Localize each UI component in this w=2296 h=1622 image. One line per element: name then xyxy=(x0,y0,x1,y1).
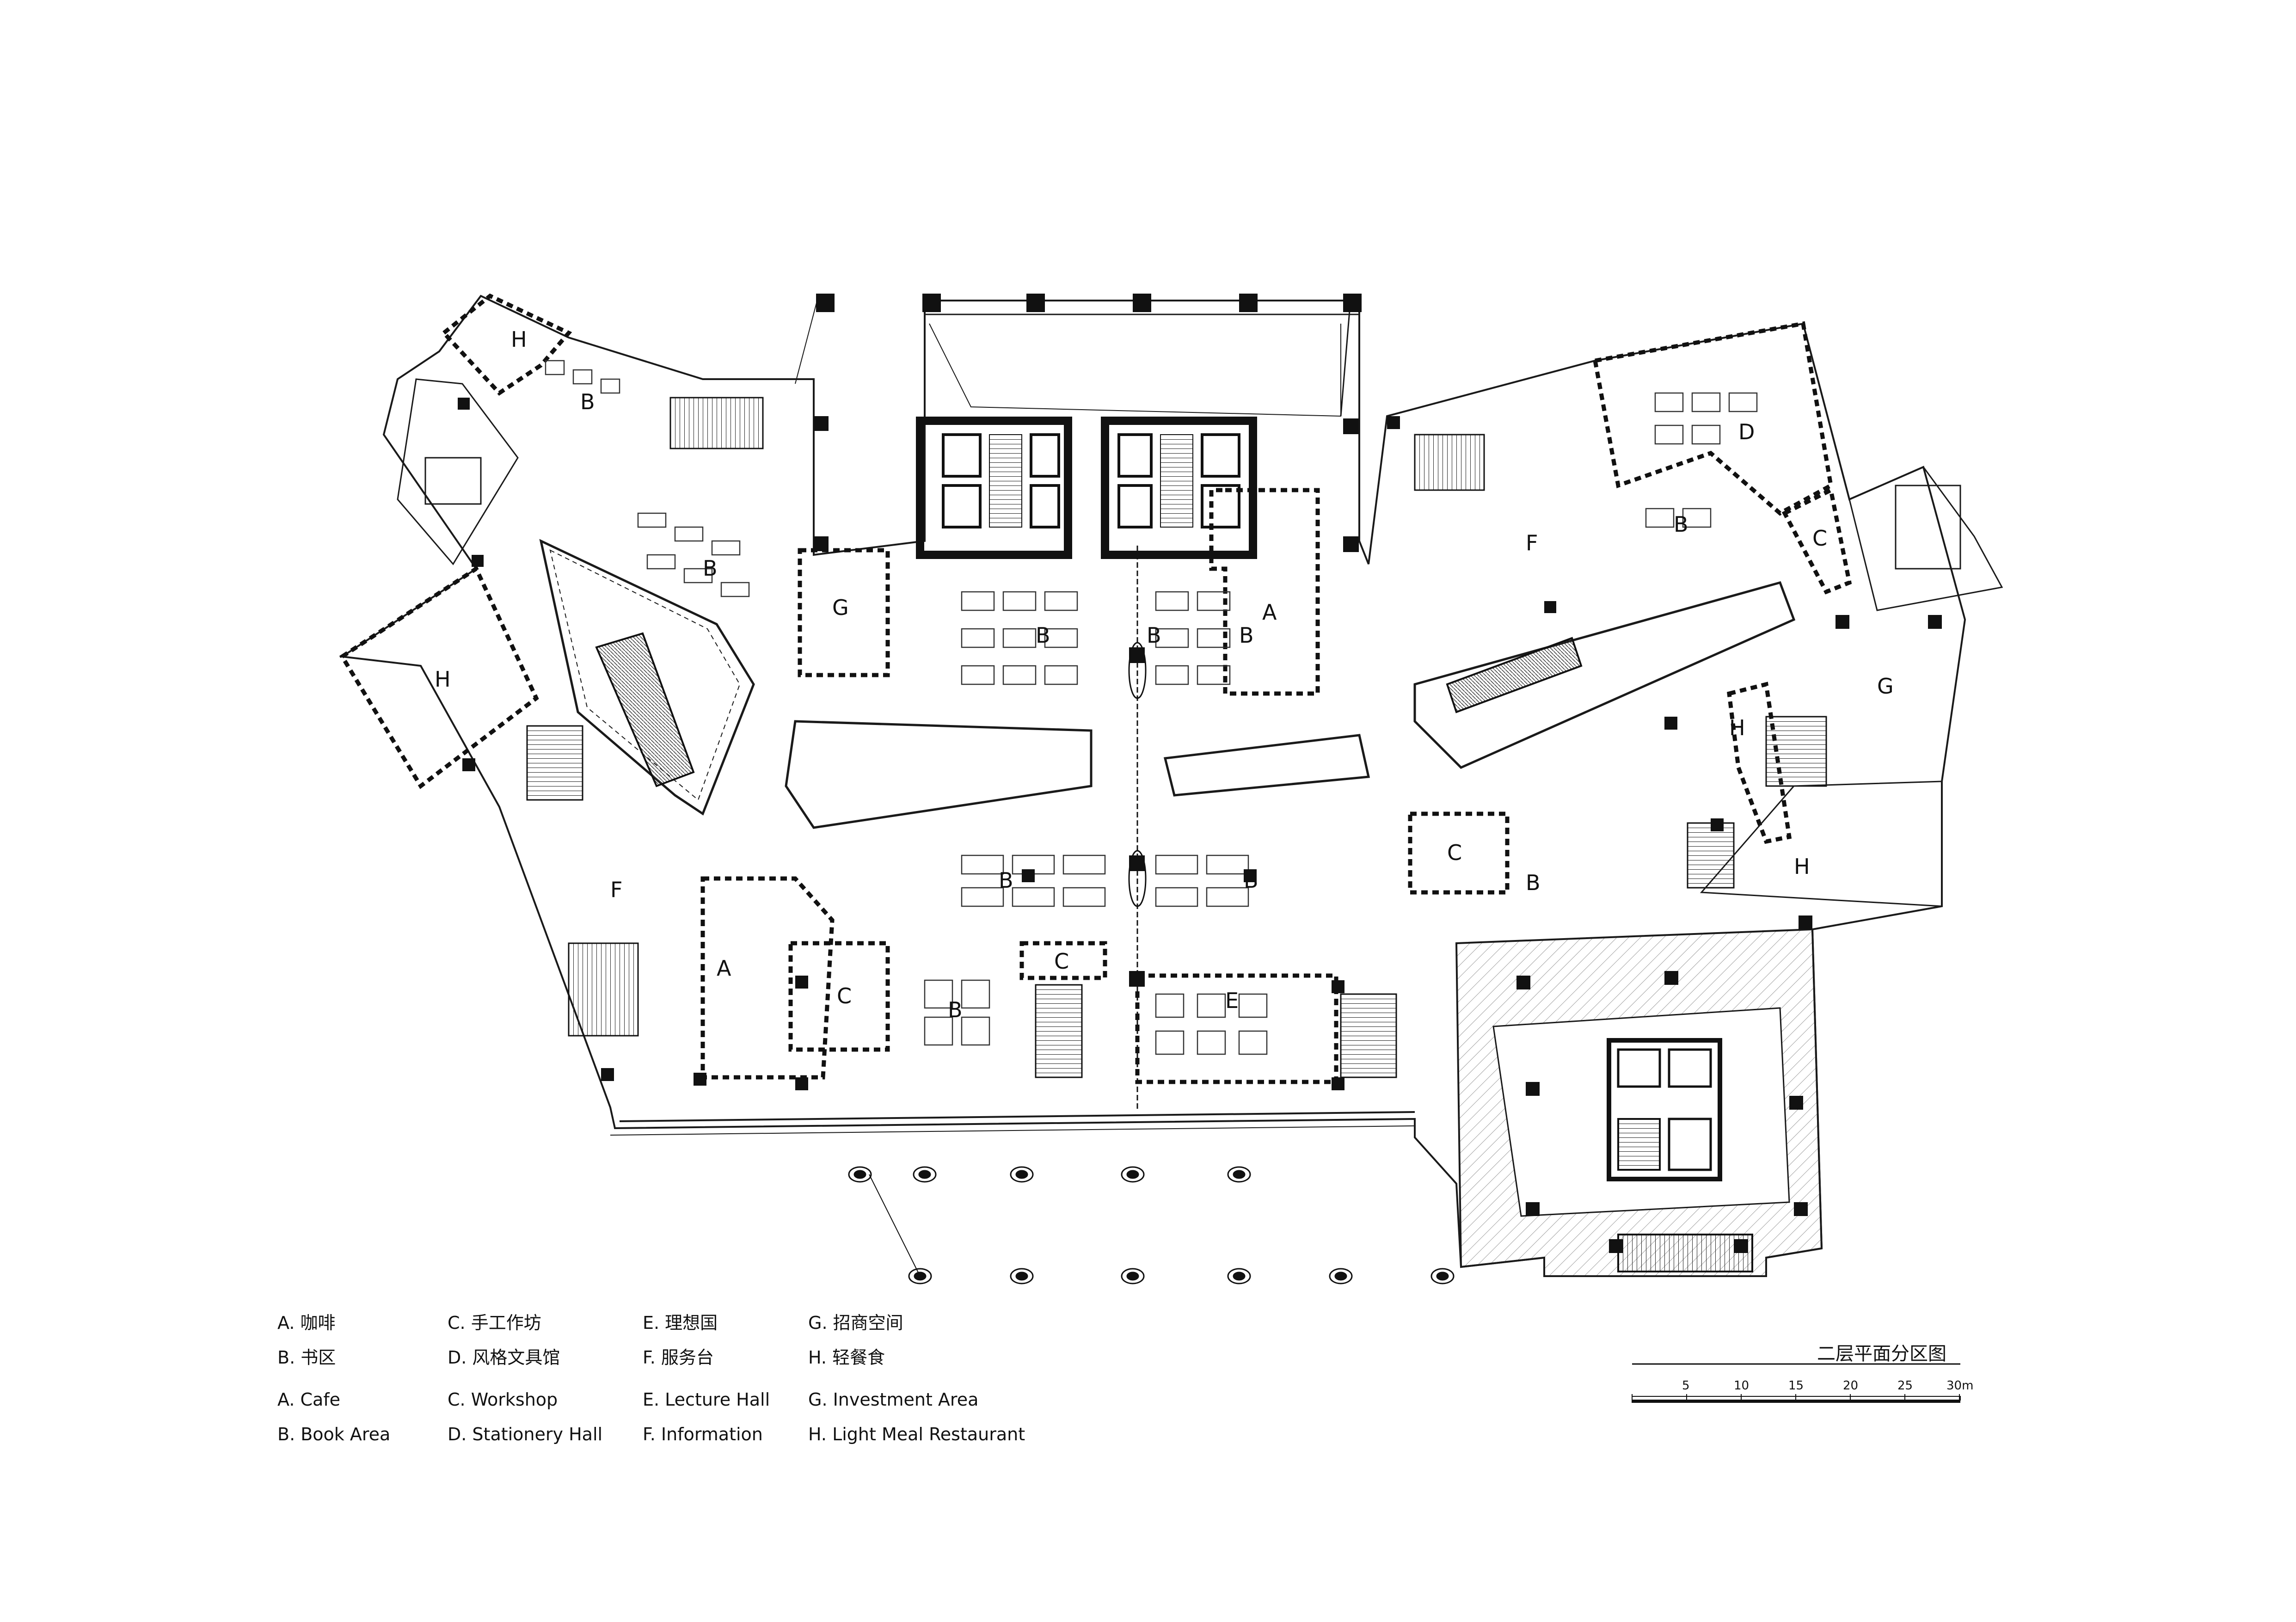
zone-label-b: B xyxy=(580,389,595,414)
legend-en-h: H. Light Meal Restaurant xyxy=(808,1424,1025,1444)
zone-label-h: H xyxy=(435,667,451,692)
zone-label-b: B xyxy=(1239,623,1254,648)
zone-label-b: B xyxy=(948,997,963,1022)
zone-label-b: B xyxy=(1526,870,1541,895)
zone-label-f: F xyxy=(1526,530,1538,555)
legend-cn-f: F. 服务台 xyxy=(643,1347,714,1368)
legend-cn-g: G. 招商空间 xyxy=(808,1313,903,1333)
scale-tick: 25 xyxy=(1897,1379,1913,1393)
legend-en-d: D. Stationery Hall xyxy=(448,1424,603,1444)
scale-tick: 5 xyxy=(1682,1379,1690,1393)
zone-letter-labels: H B B H G B B A B F B D C G H H C B B B … xyxy=(435,327,1894,1022)
zone-label-g: G xyxy=(1877,674,1894,699)
zone-label-c: C xyxy=(1812,526,1827,551)
central-axis xyxy=(1128,546,1147,1110)
north-facade xyxy=(795,295,1360,417)
zone-label-h: H xyxy=(1729,715,1745,740)
zone-label-b: B xyxy=(1147,623,1161,648)
zone-label-b: B xyxy=(999,868,1013,893)
drawing-title: 二层平面分区图 xyxy=(1817,1343,1946,1364)
east-annex xyxy=(1700,466,2003,907)
zone-label-c: C xyxy=(837,983,852,1008)
scale-bar: 5 10 15 20 25 30m xyxy=(1632,1363,1973,1403)
canopy-columns xyxy=(848,1166,1455,1284)
scale-tick: 20 xyxy=(1843,1379,1858,1393)
legend-en-a: A. Cafe xyxy=(277,1389,341,1410)
zone-label-h: H xyxy=(1794,854,1810,879)
zone-label-g: G xyxy=(832,595,849,620)
legend-en-g: G. Investment Area xyxy=(808,1389,979,1410)
legend-en-c: C. Workshop xyxy=(448,1389,558,1410)
zone-label-h: H xyxy=(511,327,527,352)
zone-label-b: B xyxy=(1036,623,1050,648)
legend-cn-d: D. 风格文具馆 xyxy=(448,1347,560,1368)
zone-label-b: B xyxy=(1244,868,1259,893)
scale-tick: 10 xyxy=(1734,1379,1749,1393)
columns xyxy=(458,294,1942,1253)
scale-tick: 15 xyxy=(1788,1379,1804,1393)
zone-label-e: E xyxy=(1225,988,1239,1013)
zone-label-f: F xyxy=(610,877,622,902)
furniture-book-area xyxy=(545,360,1758,1055)
legend-cn-b: B. 书区 xyxy=(277,1347,336,1368)
legend-cn-e: E. 理想国 xyxy=(643,1313,718,1333)
escalator-left xyxy=(595,632,695,787)
legend-en-f: F. Information xyxy=(643,1424,763,1444)
legend-cn-c: C. 手工作坊 xyxy=(448,1313,541,1333)
atrium-voids xyxy=(539,539,1796,829)
zone-label-b: B xyxy=(1674,512,1688,537)
zone-label-c: C xyxy=(1447,840,1462,865)
southeast-tower xyxy=(1455,928,1823,1277)
legend-cn-h: H. 轻餐食 xyxy=(808,1347,885,1368)
legend-cn-a: A. 咖啡 xyxy=(277,1313,336,1333)
core-north-right xyxy=(1101,417,1257,559)
west-annex xyxy=(397,378,519,565)
zone-label-d: D xyxy=(1738,419,1755,444)
zone-label-b: B xyxy=(703,556,718,581)
scale-tick: 30m xyxy=(1946,1379,1973,1393)
stairs-blocks xyxy=(526,397,1827,1078)
zone-label-a: A xyxy=(717,956,731,981)
zone-label-c: C xyxy=(1054,949,1069,974)
escalator-right xyxy=(1446,637,1583,713)
zone-label-a: A xyxy=(1262,600,1277,625)
legend-en-b: B. Book Area xyxy=(277,1424,391,1444)
legend-en-e: E. Lecture Hall xyxy=(643,1389,770,1410)
core-north-left xyxy=(916,417,1072,559)
